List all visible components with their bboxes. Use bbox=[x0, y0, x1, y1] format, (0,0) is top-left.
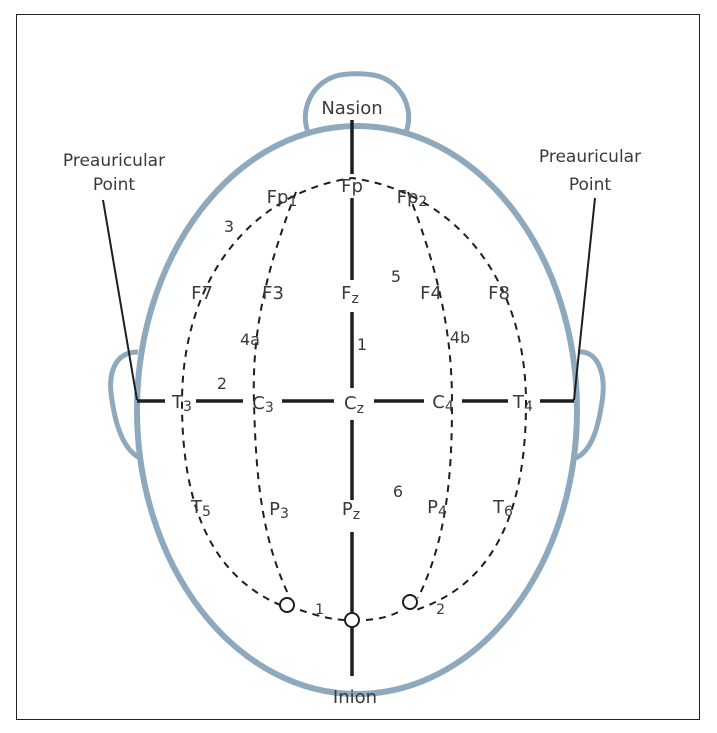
f3-label: F3 bbox=[262, 283, 284, 304]
occipital-dashed-segment bbox=[299, 609, 345, 621]
inion-label: Inion bbox=[333, 687, 377, 708]
preauricular-left-pointer bbox=[102, 199, 138, 401]
number-4a-label: 4a bbox=[240, 330, 260, 349]
f7-label: F7 bbox=[191, 283, 213, 304]
fp2-label: Fp2 bbox=[397, 187, 428, 210]
inner-right-dashed-curve bbox=[407, 191, 454, 599]
occipital-dashed-segment-right bbox=[365, 609, 403, 621]
number-4b-label: 4b bbox=[450, 328, 470, 347]
pz-label: Pz bbox=[342, 499, 360, 523]
t6-label: T6 bbox=[492, 497, 513, 520]
p4-label: P4 bbox=[427, 497, 447, 520]
preauricular-right-label-line1: Preauricular bbox=[539, 147, 641, 167]
o2-label: O2 bbox=[422, 595, 445, 618]
number-6-label: 6 bbox=[393, 482, 403, 501]
o1-electrode-marker bbox=[279, 597, 295, 613]
number-2-label: 2 bbox=[217, 374, 227, 393]
outer-dashed-ring bbox=[180, 176, 528, 611]
left-ear bbox=[108, 349, 142, 461]
t5-label: T5 bbox=[190, 497, 211, 520]
figure-frame bbox=[16, 14, 700, 720]
number-1-label: 1 bbox=[357, 335, 367, 354]
fz-label: Fz bbox=[341, 283, 359, 307]
fp1-label: Fp1 bbox=[267, 187, 298, 210]
t3-label: T3 bbox=[171, 392, 192, 415]
o1-label: O1 bbox=[301, 595, 324, 618]
nose-outline bbox=[302, 71, 412, 133]
f4-label: F4 bbox=[420, 283, 442, 304]
preauricular-right-pointer bbox=[573, 197, 596, 401]
f8-label: F8 bbox=[488, 283, 510, 304]
fp-label: Fp bbox=[341, 176, 363, 197]
right-ear bbox=[574, 349, 606, 461]
preauricular-right-label-line2: Point bbox=[569, 175, 612, 195]
t4-label: T4 bbox=[512, 392, 533, 415]
c3-label: C3 bbox=[252, 393, 274, 416]
nasion-label: Nasion bbox=[321, 98, 382, 119]
cz-label: Cz bbox=[344, 393, 364, 417]
head-outline bbox=[134, 123, 580, 697]
inner-left-dashed-curve bbox=[252, 191, 297, 599]
number-3-label: 3 bbox=[224, 217, 234, 236]
number-5-label: 5 bbox=[391, 267, 401, 286]
preauricular-left-label-line1: Preauricular bbox=[63, 151, 165, 171]
c4-label: C4 bbox=[432, 392, 454, 415]
p3-label: P3 bbox=[269, 499, 289, 522]
o2-electrode-marker bbox=[402, 594, 418, 610]
oz-electrode-marker bbox=[344, 612, 360, 628]
preauricular-left-label-line2: Point bbox=[93, 175, 136, 195]
